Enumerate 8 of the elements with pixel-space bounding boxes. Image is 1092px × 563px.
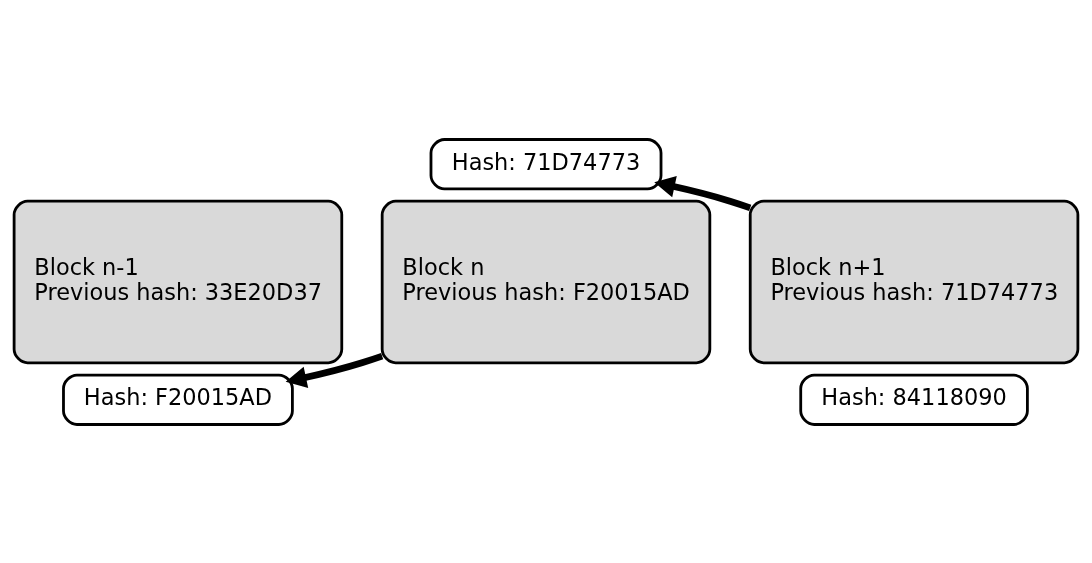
node-box: Block n Previous hash: F20015AD: [380, 199, 712, 364]
arrow: [654, 175, 752, 211]
node-box: Hash: 71D74773: [429, 137, 663, 190]
node-box: Block n+1 Previous hash: 71D74773: [748, 199, 1080, 364]
node-box: Block n-1 Previous hash: 33E20D37: [12, 199, 344, 364]
arrow: [285, 352, 384, 388]
node-box: Hash: 84118090: [799, 373, 1029, 426]
node-box: Hash: F20015AD: [62, 373, 294, 426]
